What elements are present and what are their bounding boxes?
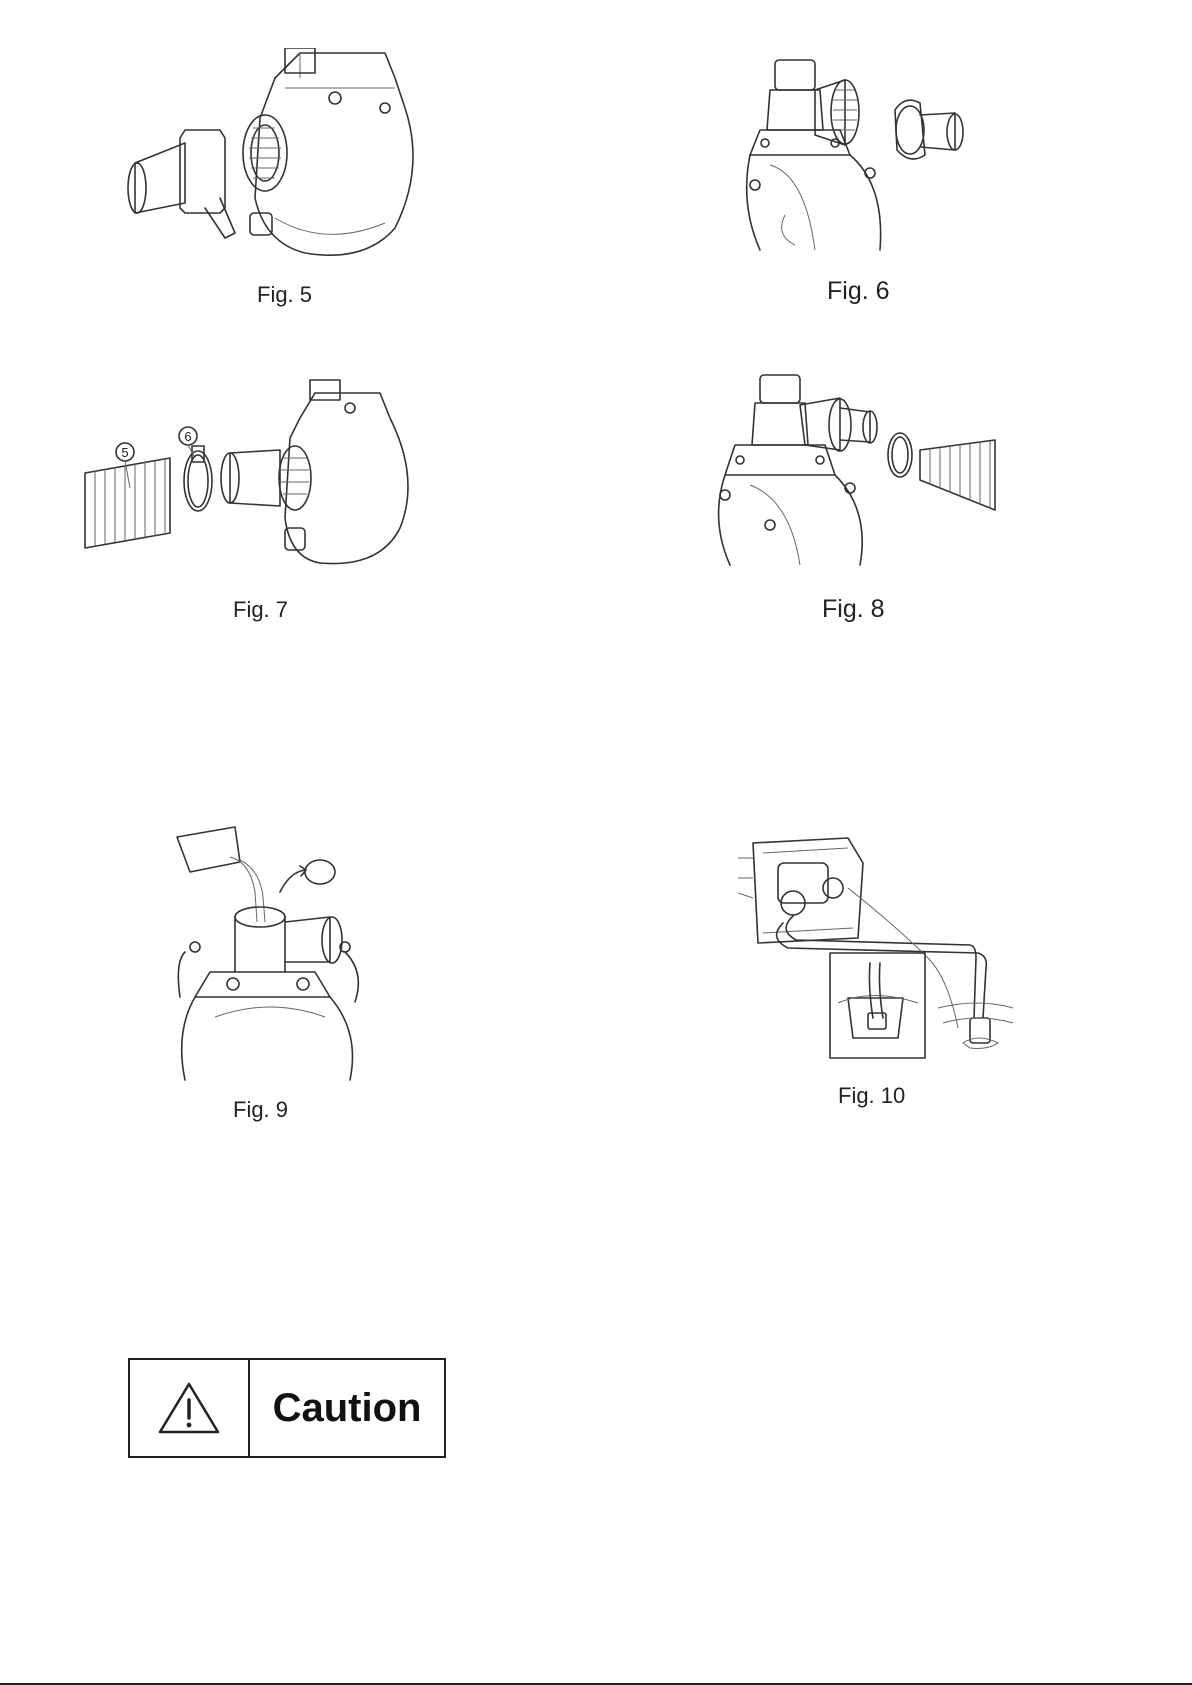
callout-5: 5 [121, 445, 128, 460]
figure-6-illustration [745, 55, 985, 255]
figure-9-illustration [175, 822, 375, 1082]
warning-triangle-icon [156, 1380, 222, 1436]
caution-box: Caution [128, 1358, 446, 1458]
figure-8-illustration [710, 370, 1000, 570]
figure-9-caption: Fig. 9 [233, 1097, 288, 1123]
figure-5-illustration [125, 48, 425, 263]
figure-7-caption: Fig. 7 [233, 597, 288, 623]
caution-icon-cell [130, 1360, 250, 1456]
figure-10-illustration [738, 828, 1018, 1063]
caution-label: Caution [250, 1360, 444, 1456]
figure-10-caption: Fig. 10 [838, 1083, 905, 1109]
figure-8-caption: Fig. 8 [822, 595, 885, 624]
figure-6-caption: Fig. 6 [827, 277, 890, 306]
figure-7-illustration: 5 6 [80, 378, 420, 573]
callout-6: 6 [184, 429, 191, 444]
figure-5-caption: Fig. 5 [257, 282, 312, 308]
